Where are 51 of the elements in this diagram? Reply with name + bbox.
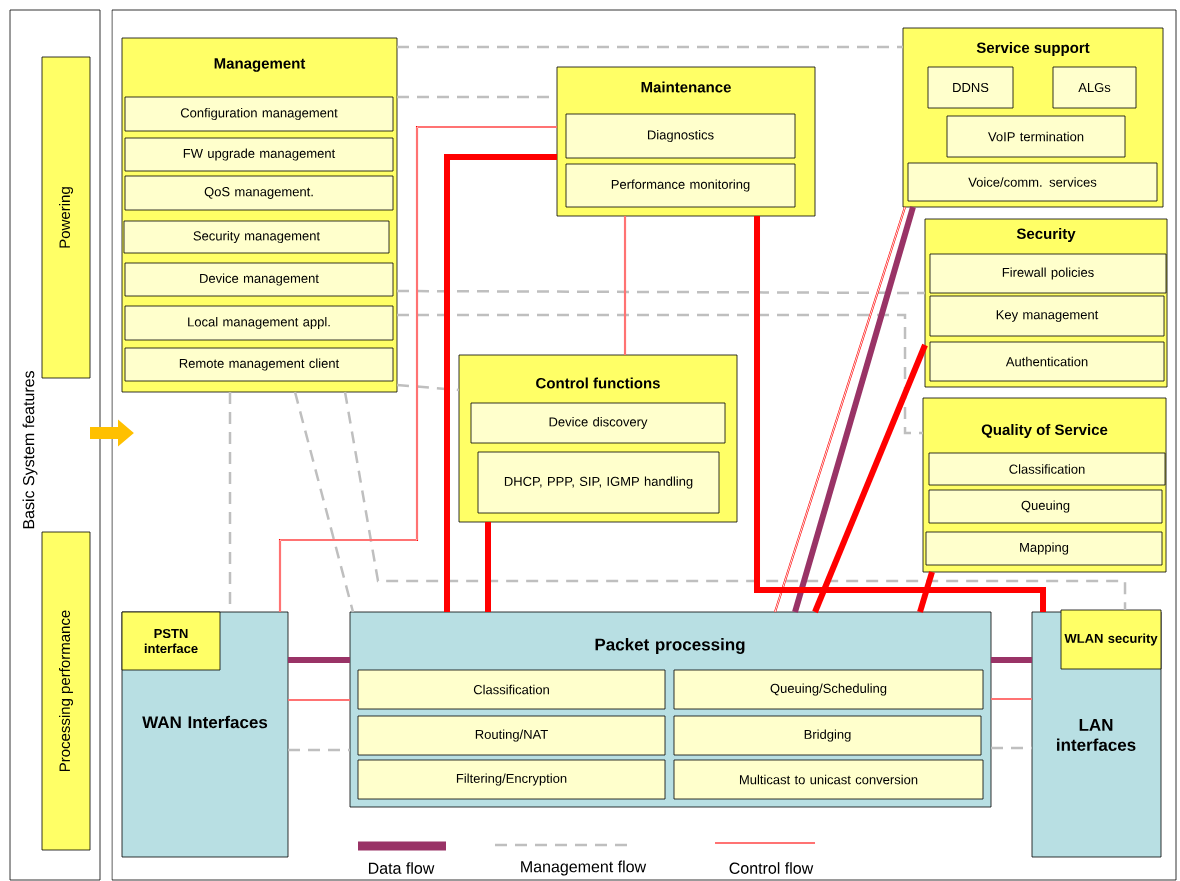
function-box: Routing/NAT xyxy=(357,715,666,756)
feature-bar: Processing performance xyxy=(41,531,91,851)
function-box: Queuing xyxy=(928,489,1163,524)
tag-box: WLAN security xyxy=(1060,609,1162,670)
connector-line xyxy=(991,746,1032,750)
function-box: Queuing/Scheduling xyxy=(673,669,984,710)
connector-line xyxy=(293,391,355,613)
function-box: Authentication xyxy=(929,341,1165,382)
feature-bar: Powering xyxy=(41,56,91,379)
function-box: QoS management. xyxy=(124,175,394,211)
legend-item: Data flow xyxy=(358,841,446,874)
function-box: Key management xyxy=(929,295,1165,337)
function-box: Voice/comm. services xyxy=(907,162,1158,202)
function-box: Local management appl. xyxy=(124,305,394,341)
connector-line xyxy=(287,698,351,702)
connector-line xyxy=(397,313,923,435)
connector-line xyxy=(343,391,1127,610)
connector-line xyxy=(288,657,350,663)
function-box: Filtering/Encryption xyxy=(357,759,666,800)
connector-line xyxy=(288,748,350,752)
function-box: Remote management client xyxy=(124,347,394,382)
function-box: Security management xyxy=(123,220,390,254)
connector-line xyxy=(990,697,1033,701)
connector-line xyxy=(792,206,916,613)
connector-line xyxy=(397,45,903,49)
legend-item: Control flow xyxy=(714,841,816,874)
function-box: Classification xyxy=(357,669,666,710)
function-box: Device discovery xyxy=(470,402,726,444)
connector-line xyxy=(623,215,627,356)
function-box: ALGs xyxy=(1052,66,1137,109)
function-box: Diagnostics xyxy=(565,113,796,159)
connector-line xyxy=(917,571,935,613)
function-box: DHCP, PPP, SIP, IGMP handling xyxy=(477,451,720,514)
function-box: Classification xyxy=(928,452,1166,486)
function-box: Multicast to unicast conversion xyxy=(673,759,984,800)
function-box: DDNS xyxy=(927,66,1014,109)
function-box: Firewall policies xyxy=(929,253,1167,294)
connector-line xyxy=(396,383,460,392)
function-box: FW upgrade management xyxy=(124,137,394,172)
connector-line xyxy=(812,343,928,614)
function-box: Performance monitoring xyxy=(565,163,796,208)
legend-item: Management flow xyxy=(495,843,647,876)
connector-line xyxy=(774,206,906,613)
function-box: Bridging xyxy=(673,715,982,756)
function-box: Mapping xyxy=(925,531,1163,566)
connector-line xyxy=(397,289,925,295)
tag-box: PSTN interface xyxy=(121,611,221,671)
connector-line xyxy=(278,125,558,613)
function-box: VoIP termination xyxy=(946,115,1126,158)
function-box: Configuration management xyxy=(124,96,394,132)
function-box: Device management xyxy=(124,262,394,297)
